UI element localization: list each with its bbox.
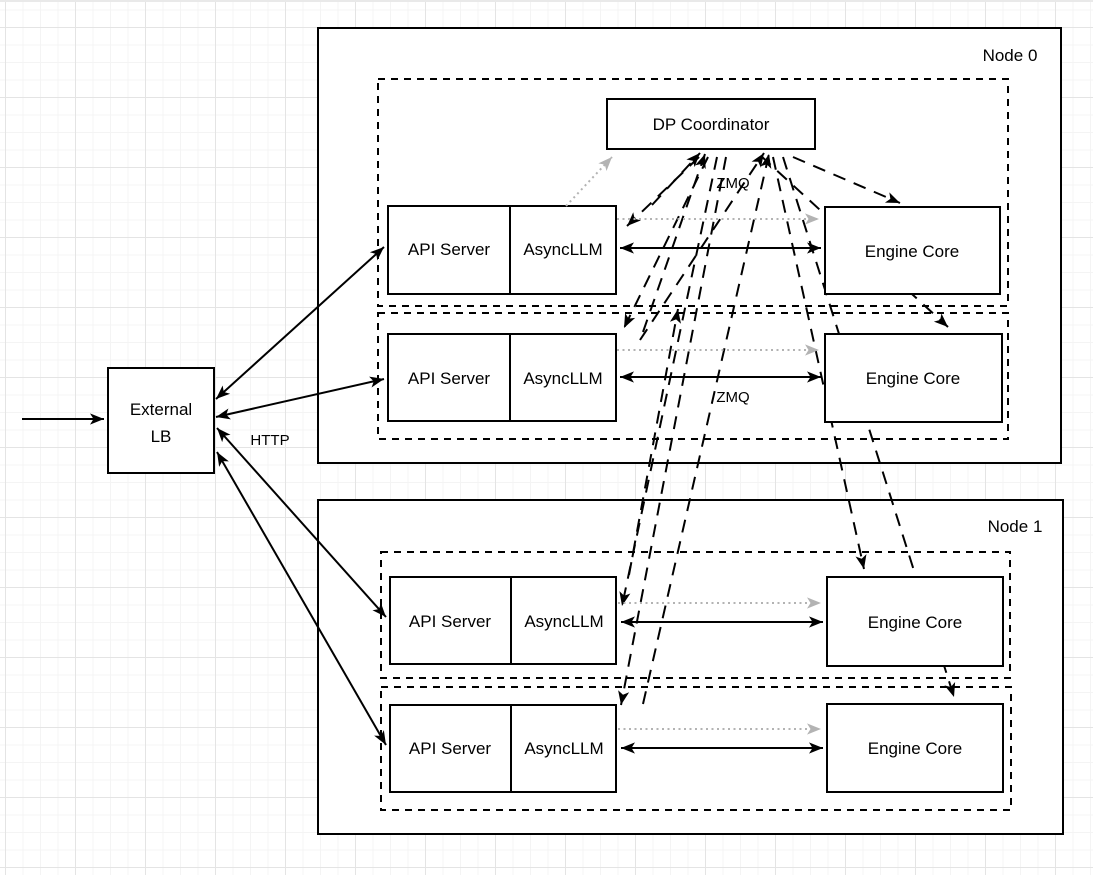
engine-core-box-1 — [824, 333, 1003, 423]
asyncllm-label-1: AsyncLLM — [523, 369, 602, 388]
engine-core-label-3: Engine Core — [868, 739, 963, 758]
engine-core-label-1: Engine Core — [866, 369, 961, 388]
lb-api3-arrow — [216, 451, 387, 746]
lb-api1-arrow — [215, 376, 385, 420]
external-lb-box — [107, 367, 215, 474]
api-asyncllm-box-0 — [387, 205, 617, 295]
api-server-label-2: API Server — [409, 612, 492, 631]
zmq-engine-edge-label: ZMQ — [716, 389, 749, 406]
api-server-label-0: API Server — [408, 240, 491, 259]
asyncllm-label-0: AsyncLLM — [523, 240, 602, 259]
api-server-label-1: API Server — [408, 369, 491, 388]
lb-api0-arrow — [215, 246, 385, 400]
coordinator-to-engine0-link — [792, 156, 901, 204]
node0-replica0-group — [377, 78, 1009, 307]
api-asyncllm-box-2 — [389, 576, 617, 665]
node1-label: Node 1 — [988, 517, 1043, 536]
node1-replica1-group — [380, 686, 1012, 811]
asyncllm-label-3: AsyncLLM — [524, 739, 603, 758]
coordinator-to-asyncllm0-link — [626, 156, 700, 227]
zmq-coordinator-edge-label: ZMQ — [716, 175, 749, 192]
node0-label: Node 0 — [983, 46, 1038, 65]
api-asyncllm-box-1 — [387, 333, 617, 422]
external-lb-label-line2: LB — [151, 427, 172, 446]
engine-core-label-0: Engine Core — [865, 242, 960, 261]
dp-coordinator-box — [606, 98, 816, 150]
api-asyncllm-box-3 — [389, 704, 617, 793]
external-lb-label-line1: External — [130, 400, 192, 419]
asyncllm-label-2: AsyncLLM — [524, 612, 603, 631]
engine-core-box-3 — [826, 703, 1004, 793]
http-edge-label: HTTP — [250, 432, 289, 449]
asyncllm0-to-coordinator-link — [651, 152, 701, 206]
engine-core-label-2: Engine Core — [868, 613, 963, 632]
engine-core-box-0 — [824, 206, 1001, 295]
engine-core-box-2 — [826, 576, 1004, 667]
coordinator-to-engine2-link — [772, 156, 867, 570]
dp-coordinator-label: DP Coordinator — [653, 115, 770, 134]
asyncllm0-coordinator-dotted-link — [565, 156, 613, 207]
api-server-label-3: API Server — [409, 739, 492, 758]
